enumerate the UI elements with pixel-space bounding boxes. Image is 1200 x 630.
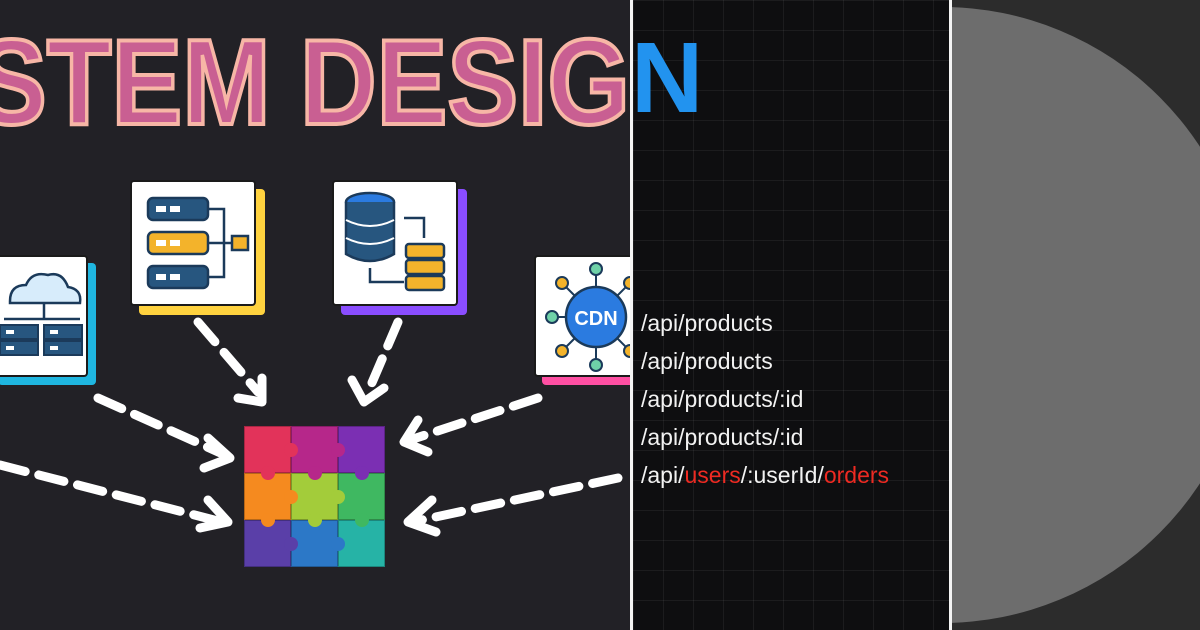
arrow-from-cdn	[405, 393, 543, 445]
endpoint-item: /api/products/:id	[641, 422, 889, 460]
cdn-network-icon: CDN	[545, 262, 630, 372]
puzzle-piece	[244, 473, 298, 527]
puzzle-piece	[338, 473, 385, 527]
puzzle-piece	[291, 426, 345, 480]
panel-divider	[630, 0, 633, 630]
endpoint-path-segment: /:userId/	[740, 462, 824, 488]
load-balancer-card	[130, 180, 268, 318]
cdn-label: CDN	[574, 308, 617, 330]
endpoint-path-segment: /api/products	[641, 348, 773, 374]
cdn-card: CDN	[534, 255, 630, 387]
puzzle-piece	[291, 473, 345, 527]
arrow-from-load-balancer	[193, 317, 263, 397]
puzzle-piece	[338, 426, 385, 480]
dark-panel	[952, 0, 1200, 630]
puzzle-piece	[244, 520, 298, 567]
puzzle-piece	[338, 520, 385, 567]
endpoint-item: /api/products	[641, 346, 889, 384]
cloud-server-card	[0, 255, 102, 387]
endpoint-list: /api/products/api/products/api/products/…	[641, 308, 889, 498]
endpoint-resource-highlight: orders	[823, 462, 890, 488]
half-circle-shape	[952, 7, 1200, 623]
endpoint-path-segment: /api/products/:id	[641, 386, 804, 412]
flow-arrows	[0, 317, 623, 537]
system-design-panel: STEM DESIG	[0, 12, 630, 567]
database-card	[332, 180, 470, 318]
database-shard-icon	[344, 191, 446, 292]
puzzle-piece	[291, 520, 345, 567]
endpoint-item: /api/users/:userId/orders	[641, 460, 889, 498]
panel-title: STEM DESIG	[0, 14, 630, 140]
big-letter: N	[633, 22, 704, 134]
arrow-from-left	[0, 460, 227, 527]
endpoint-item: /api/products/:id	[641, 384, 889, 422]
server-flow-icon	[146, 196, 250, 290]
api-routes-panel: N /api/products/api/products/api/product…	[633, 0, 949, 630]
endpoint-item: /api/products	[641, 308, 889, 346]
puzzle-icon	[244, 426, 385, 567]
arrow-from-database	[363, 317, 403, 397]
arrow-from-right	[407, 473, 623, 527]
title-graphic: STEM DESIG	[0, 12, 630, 140]
puzzle-piece	[244, 426, 298, 480]
endpoint-path-segment: /api/products/:id	[641, 424, 804, 450]
panel-divider	[949, 0, 952, 630]
endpoint-path-segment: /api/products	[641, 310, 773, 336]
endpoint-path-segment: /api/	[641, 462, 685, 488]
endpoint-resource-highlight: users	[684, 462, 741, 488]
cloud-server-icon	[0, 272, 83, 356]
arrow-from-cloud	[93, 393, 230, 460]
